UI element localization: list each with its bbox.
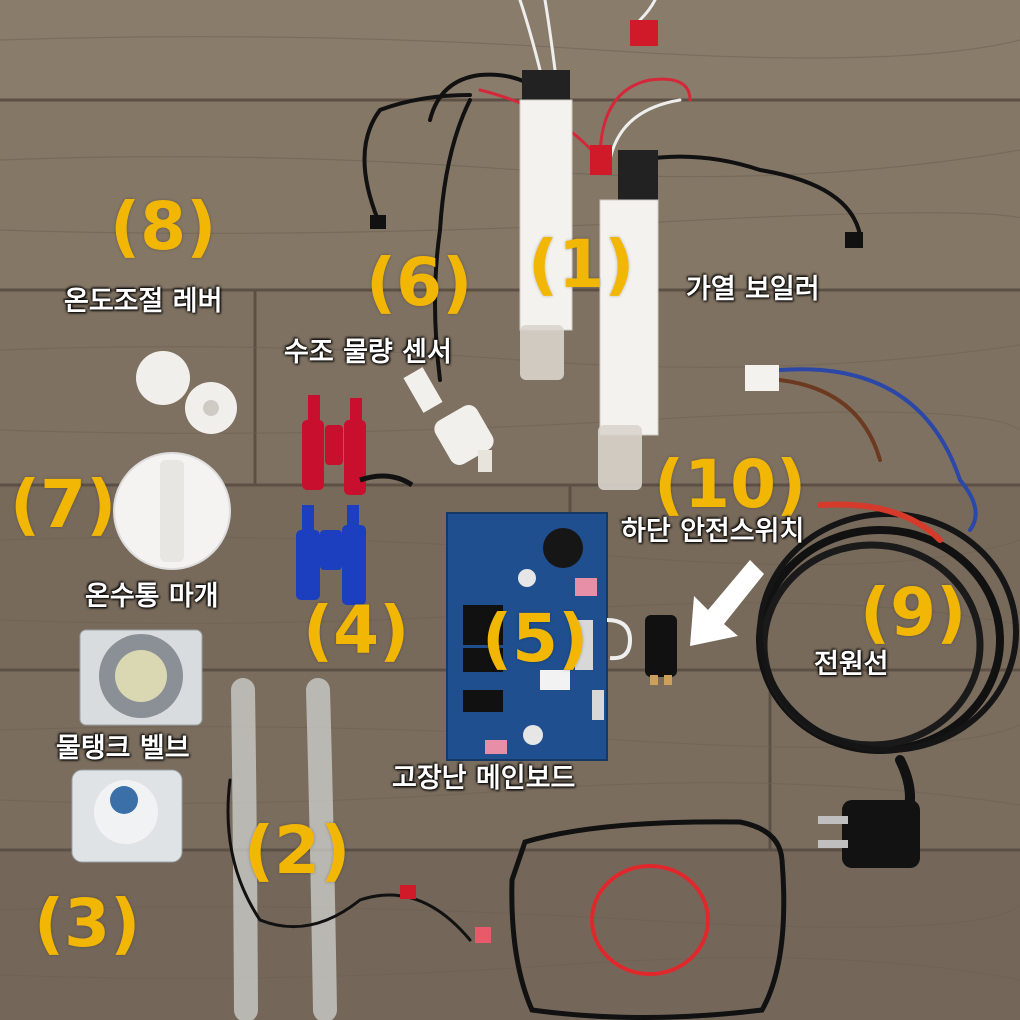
solenoid-valves-red bbox=[302, 395, 414, 495]
black-connector-icon bbox=[370, 215, 386, 229]
part-3-number: (3) bbox=[34, 885, 141, 962]
safety-switch bbox=[606, 615, 677, 685]
cord-connector-icon bbox=[745, 365, 779, 391]
water-level-sensor bbox=[403, 367, 494, 472]
hot-tank-cap bbox=[113, 452, 231, 570]
part-1-label: 가열 보일러 bbox=[686, 274, 820, 305]
red-connector-icon bbox=[630, 20, 658, 46]
red-connector-icon bbox=[475, 927, 491, 943]
part-10-label: 하단 안전스위치 bbox=[621, 516, 805, 547]
part-3-label: 물탱크 벨브 bbox=[56, 733, 190, 764]
part-8-label: 온도조절 레버 bbox=[64, 286, 223, 317]
power-plug-icon bbox=[818, 800, 920, 868]
red-connector-icon bbox=[590, 145, 612, 175]
red-connector-icon bbox=[400, 885, 416, 899]
temperature-lever bbox=[136, 351, 237, 434]
part-7-label: 온수통 마개 bbox=[85, 581, 219, 612]
part-6-number: (6) bbox=[366, 244, 473, 321]
part-5-number: (5) bbox=[482, 600, 589, 677]
part-9-number: (9) bbox=[860, 574, 967, 651]
silicone-tubes bbox=[226, 678, 472, 1020]
solenoid-valves-blue bbox=[296, 505, 366, 605]
heater-boiler bbox=[519, 70, 659, 490]
part-4-number: (4) bbox=[303, 592, 410, 669]
part-6-label: 수조 물량 센서 bbox=[284, 337, 452, 368]
main-board bbox=[446, 512, 608, 761]
part-2-number: (2) bbox=[244, 812, 351, 889]
part-8-number: (8) bbox=[110, 188, 217, 265]
part-9-label: 전원선 bbox=[814, 649, 889, 680]
gaskets bbox=[509, 819, 787, 1020]
part-1-number: (1) bbox=[528, 226, 635, 303]
black-connector-icon bbox=[845, 232, 863, 248]
part-7-number: (7) bbox=[10, 466, 117, 543]
arrow-icon bbox=[690, 560, 764, 646]
water-tank-valves bbox=[71, 629, 203, 863]
part-5-label: 고장난 메인보드 bbox=[392, 763, 576, 794]
part-10-number: (10) bbox=[654, 446, 807, 523]
